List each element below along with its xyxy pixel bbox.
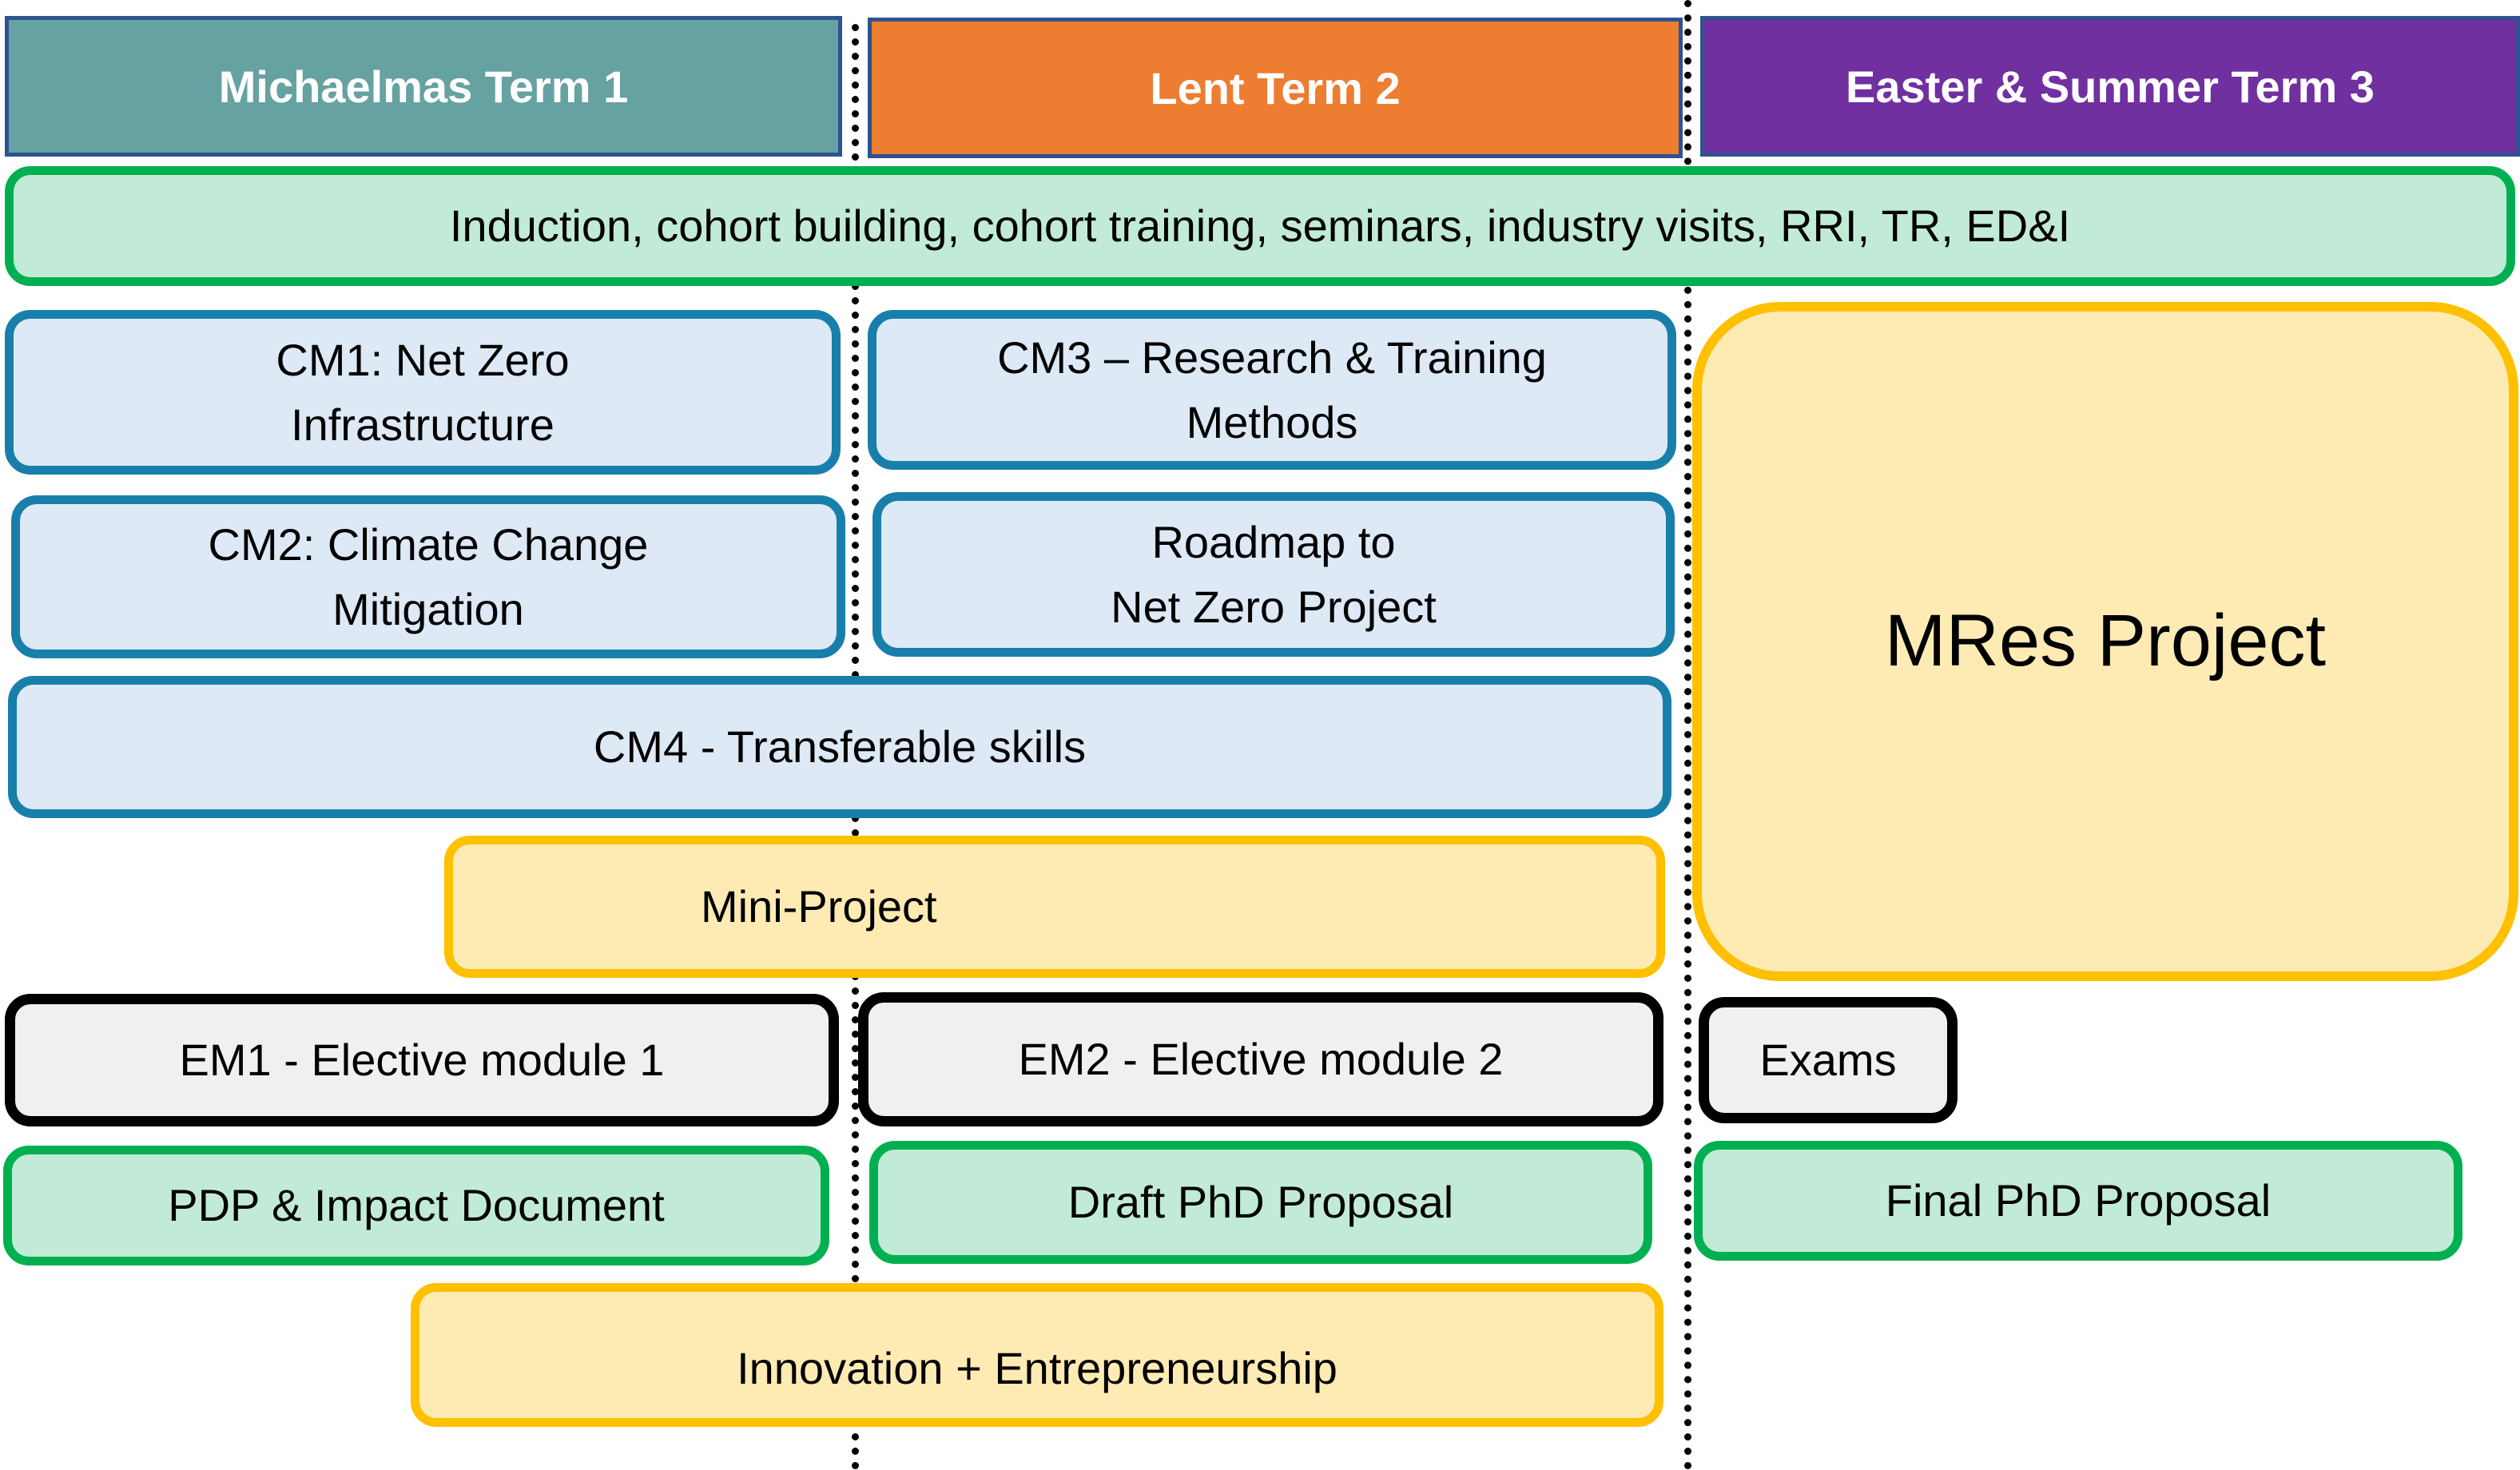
mres-project-box: MRes Project [1692, 302, 2518, 981]
box-label: Draft PhD Proposal [1067, 1177, 1454, 1228]
cm2-box: CM2: Climate Change Mitigation [11, 495, 845, 658]
box-label: Roadmap to Net Zero Project [1111, 516, 1437, 632]
exams-box: Exams [1699, 997, 1958, 1123]
box-label: CM2: Climate Change Mitigation [208, 518, 649, 634]
final-phd-proposal-box: Final PhD Proposal [1694, 1141, 2462, 1261]
box-label: Exams [1759, 1035, 1897, 1086]
em2-box: EM2 - Elective module 2 [858, 992, 1663, 1126]
box-label: Induction, cohort building, cohort train… [449, 201, 2071, 252]
cm4-box: CM4 - Transferable skills [8, 676, 1671, 818]
mini-project-box: Mini-Project [444, 836, 1665, 978]
term-header-lent: Lent Term 2 [868, 18, 1683, 158]
innovation-entrepreneurship-box: Innovation + Entrepreneurship [411, 1283, 1663, 1427]
term-label: Michaelmas Term 1 [218, 61, 629, 112]
cohort-activities-box: Induction, cohort building, cohort train… [5, 166, 2515, 286]
box-label: PDP & Impact Document [168, 1180, 665, 1231]
box-label: CM4 - Transferable skills [593, 721, 1087, 773]
box-label: EM1 - Elective module 1 [179, 1035, 665, 1086]
box-label: CM1: Net Zero Infrastructure [276, 334, 570, 450]
term-header-easter-summer: Easter & Summer Term 3 [1700, 16, 2520, 157]
box-label: Final PhD Proposal [1885, 1175, 2272, 1226]
roadmap-box: Roadmap to Net Zero Project [872, 492, 1675, 657]
box-label: MRes Project [1884, 600, 2327, 682]
term-label: Easter & Summer Term 3 [1846, 61, 2375, 112]
box-label: CM3 – Research & Training Methods [997, 332, 1547, 447]
cm3-box: CM3 – Research & Training Methods [868, 310, 1676, 470]
box-label: EM2 - Elective module 2 [1018, 1034, 1504, 1085]
term-label: Lent Term 2 [1150, 62, 1401, 113]
draft-phd-proposal-box: Draft PhD Proposal [869, 1141, 1652, 1264]
em1-box: EM1 - Elective module 1 [5, 994, 839, 1126]
box-label: Mini-Project [701, 881, 937, 932]
pdp-impact-box: PDP & Impact Document [3, 1146, 829, 1265]
box-label: Innovation + Entrepreneurship [737, 1343, 1338, 1394]
cm1-box: CM1: Net Zero Infrastructure [5, 310, 841, 475]
term-divider-2-3 [1684, 0, 1691, 1470]
term-header-michaelmas: Michaelmas Term 1 [5, 16, 842, 157]
